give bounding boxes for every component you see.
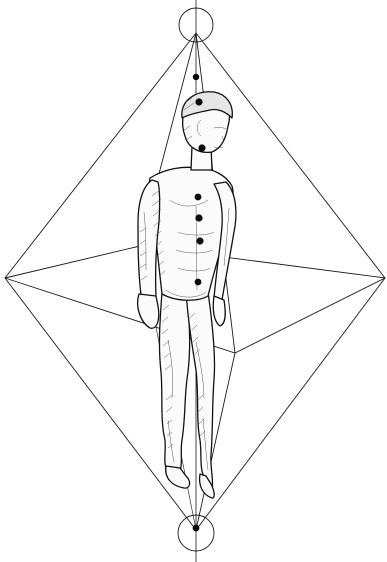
left-arm (138, 180, 160, 297)
right-leg (186, 292, 215, 490)
energy-point-dot (195, 98, 202, 105)
energy-point-dot (195, 279, 202, 286)
energy-point-dot (195, 194, 202, 201)
left-hand (138, 294, 159, 328)
energy-point-dot (198, 144, 205, 151)
right-hand (213, 296, 225, 326)
left-leg (159, 292, 189, 472)
energy-point-dot (196, 237, 203, 244)
energy-point-dot (193, 525, 200, 532)
human-figure (138, 92, 236, 498)
energy-point-dot (193, 74, 199, 80)
energy-point-dot (195, 214, 202, 221)
left-foot (166, 466, 190, 488)
